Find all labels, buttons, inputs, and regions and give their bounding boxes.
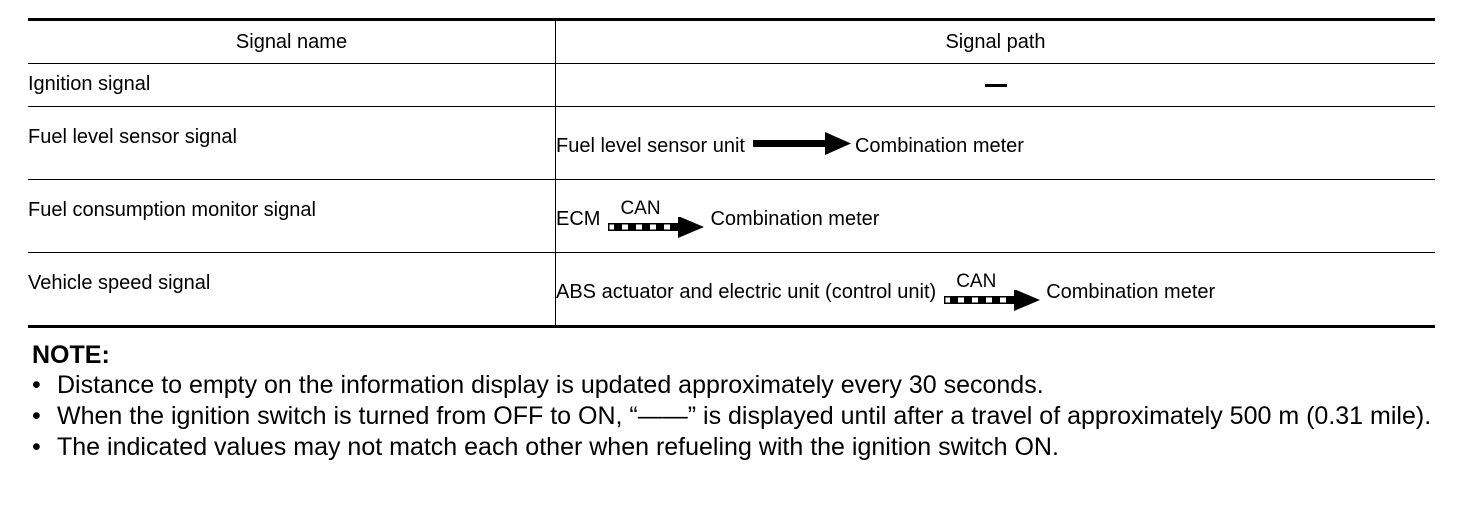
signal-path-cell: Fuel level sensor unit Combination meter — [555, 106, 1435, 180]
no-path-dash — [984, 83, 1007, 87]
note-item-text: The indicated values may not match each … — [57, 433, 1059, 461]
table-row: Ignition signal — — [28, 63, 1435, 107]
path-source: Fuel level sensor unit — [556, 135, 745, 158]
note-title: NOTE: — [32, 341, 110, 369]
note-section: NOTE: • Distance to empty on the informa… — [32, 340, 1442, 463]
signal-table: Signal name Signal path Ignition signal … — [28, 18, 1435, 328]
note-item: • When the ignition switch is turned fro… — [32, 401, 1442, 432]
signal-name: Vehicle speed signal — [28, 271, 211, 294]
table-row: Fuel consumption monitor signal ECM CAN Co… — [28, 179, 1435, 253]
path-source: ABS actuator and electric unit (control … — [556, 281, 937, 304]
table-header-row: Signal name Signal path — [28, 18, 1435, 64]
signal-name-cell: Ignition signal — [28, 63, 556, 107]
signal-name-cell: Vehicle speed signal — [28, 252, 556, 328]
table-row: Fuel level sensor signal Fuel level sens… — [28, 106, 1435, 180]
signal-name: Fuel consumption monitor signal — [28, 198, 316, 221]
signal-path: Fuel level sensor unit Combination meter — [556, 132, 1024, 158]
path-destination: Combination meter — [1046, 281, 1216, 304]
signal-path-cell: ECM CAN Combination meter — [555, 179, 1435, 253]
can-arrow-icon: CAN — [608, 199, 705, 238]
signal-path: ABS actuator and electric unit (control … — [556, 272, 1216, 311]
signal-name: Fuel level sensor signal — [28, 125, 237, 148]
can-arrow-icon: CAN — [944, 272, 1041, 311]
can-label: CAN — [620, 198, 661, 219]
bullet-icon: • — [32, 433, 41, 461]
signal-name: Ignition signal — [28, 72, 151, 95]
bullet-icon: • — [32, 371, 41, 399]
signal-name-cell: Fuel level sensor signal — [28, 106, 556, 180]
column-header-signal-name: Signal name — [28, 18, 556, 64]
note-item: • Distance to empty on the information d… — [32, 370, 1442, 401]
path-destination: Combination meter — [854, 135, 1024, 158]
note-list: • Distance to empty on the information d… — [32, 370, 1442, 463]
note-item: • The indicated values may not match eac… — [32, 432, 1442, 463]
note-item-text: When the ignition switch is turned from … — [57, 402, 1432, 430]
path-destination: Combination meter — [710, 208, 880, 231]
note-item-text: Distance to empty on the information dis… — [57, 371, 1044, 399]
signal-path-cell: — — [555, 63, 1435, 107]
bullet-icon: • — [32, 402, 41, 430]
signal-path: ECM CAN Combination meter — [556, 199, 880, 238]
column-header-signal-path: Signal path — [555, 18, 1435, 64]
signal-name-cell: Fuel consumption monitor signal — [28, 179, 556, 253]
table-row: Vehicle speed signal ABS actuator and el… — [28, 252, 1435, 328]
signal-path-cell: ABS actuator and electric unit (control … — [555, 252, 1435, 328]
path-source: ECM — [556, 208, 601, 231]
can-label: CAN — [956, 271, 997, 292]
solid-arrow-icon — [752, 131, 851, 163]
